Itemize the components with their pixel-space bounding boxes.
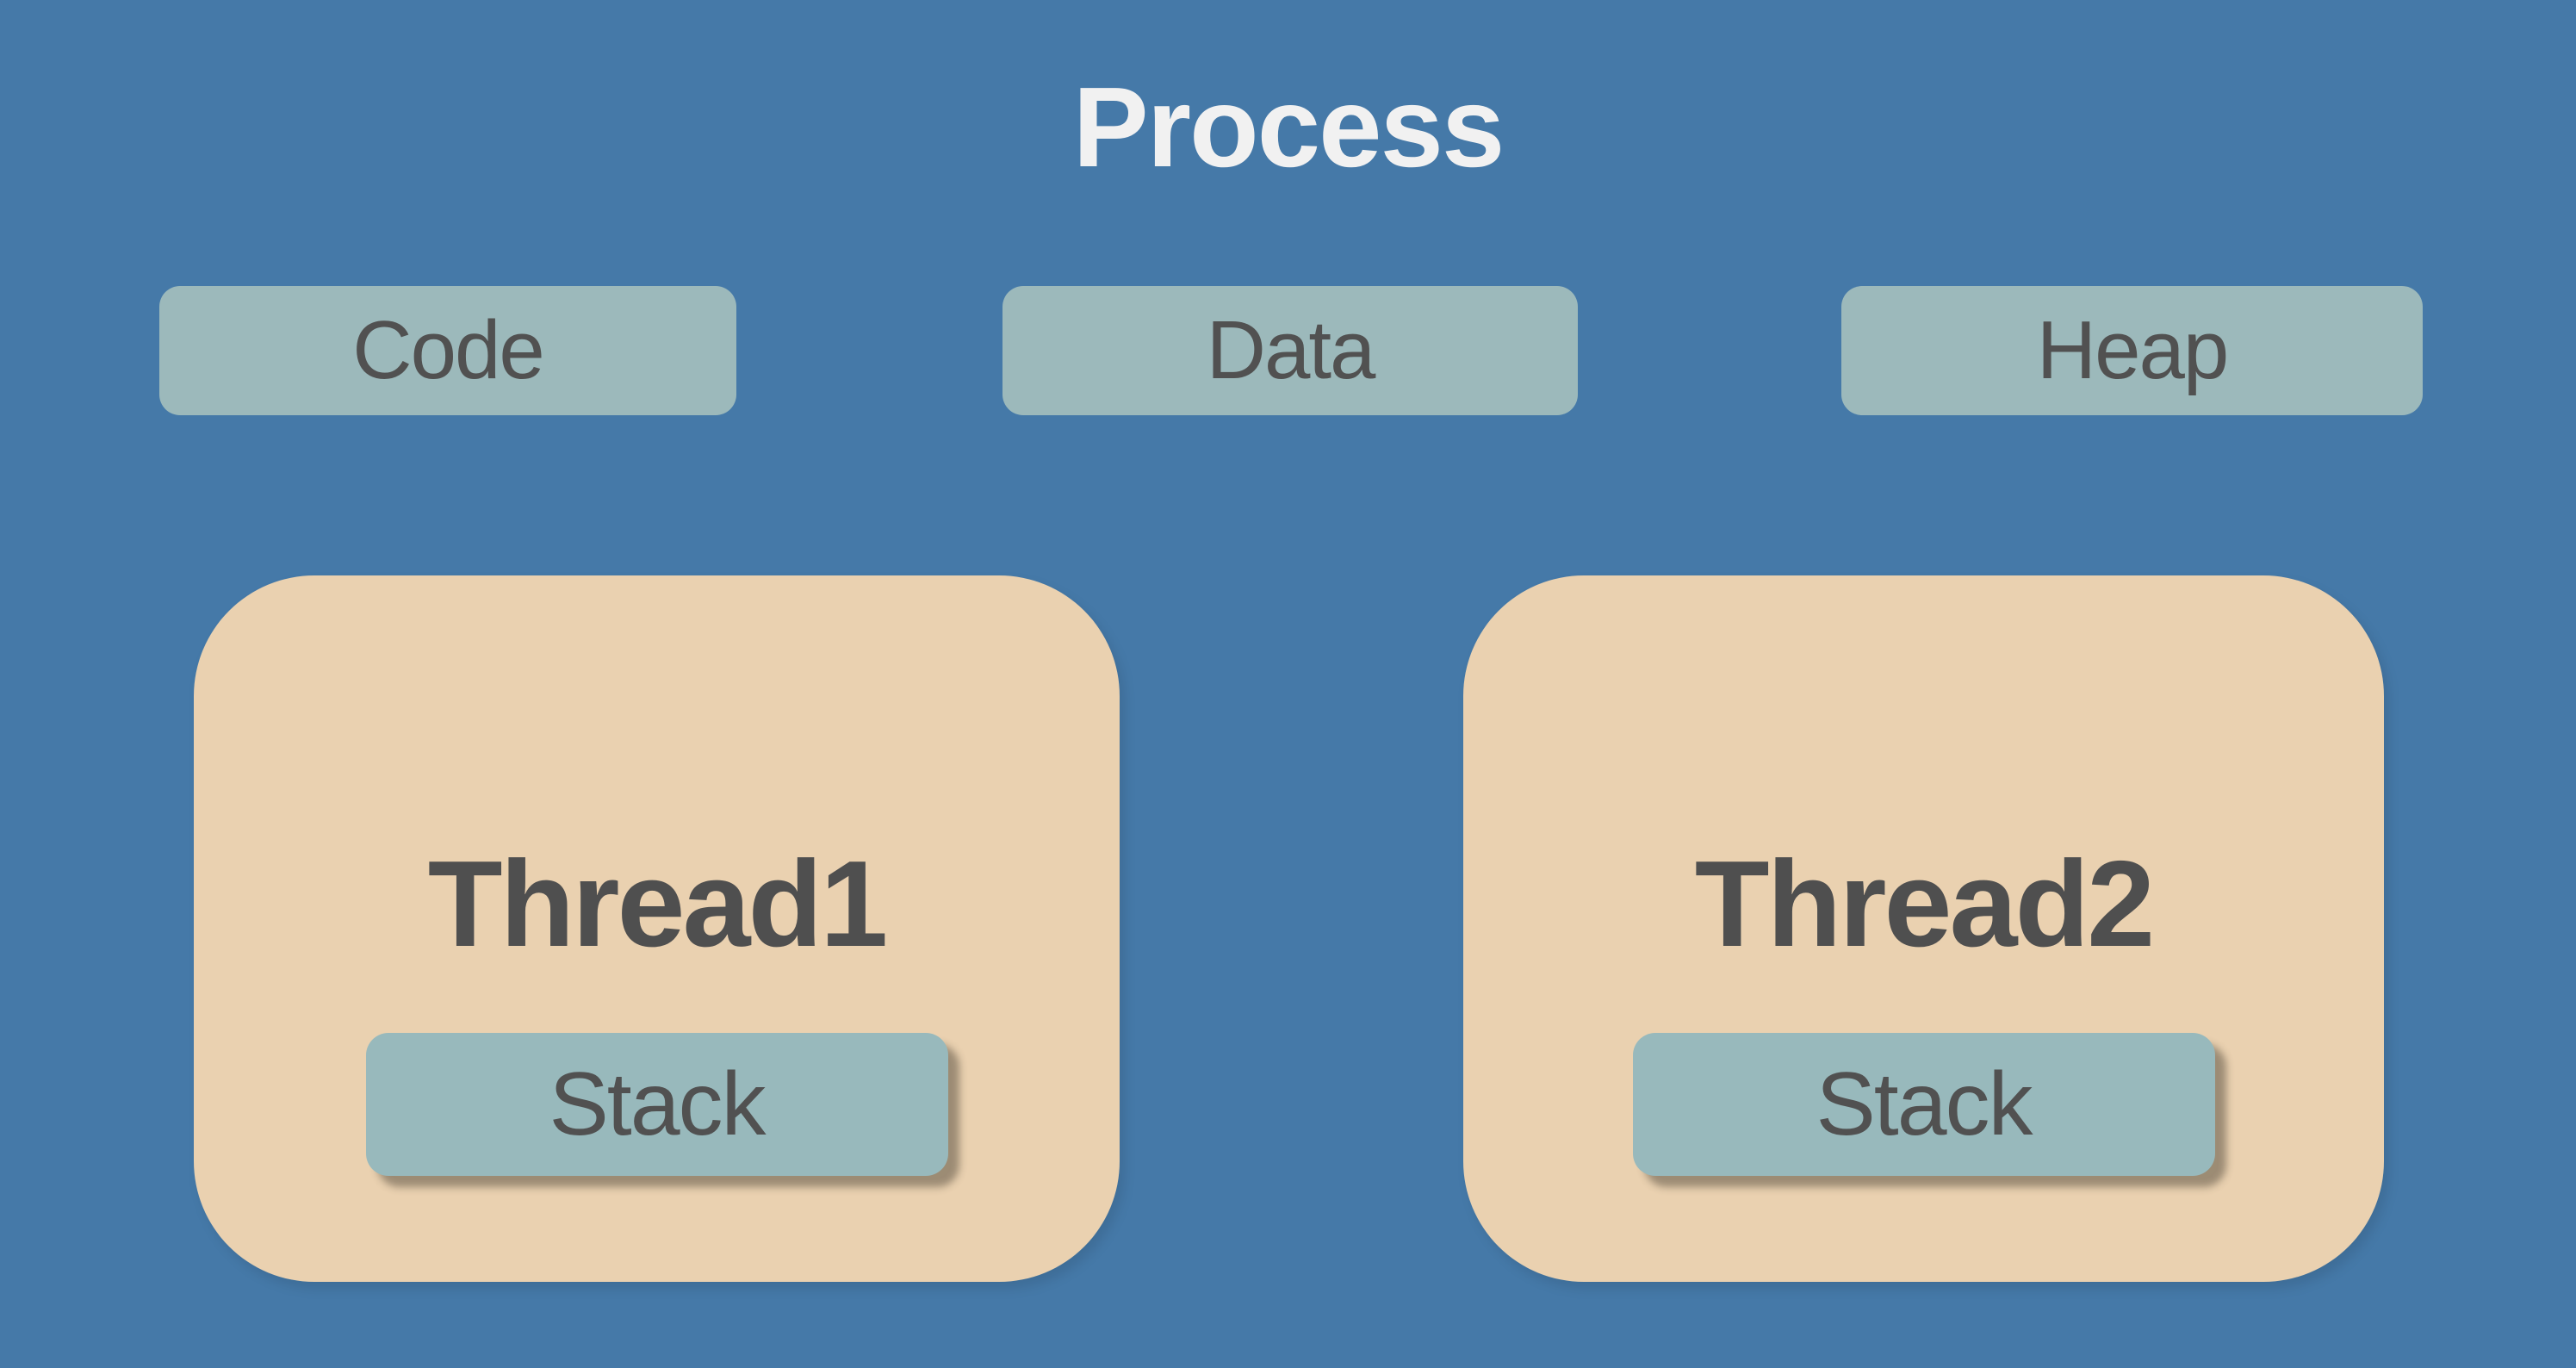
thread2-box: Thread2 Stack <box>1463 575 2384 1282</box>
thread1-box: Thread1 Stack <box>194 575 1120 1282</box>
code-segment-box: Code <box>159 286 736 415</box>
process-title: Process <box>1072 64 1505 190</box>
code-segment-label: Code <box>352 304 544 396</box>
thread2-label: Thread2 <box>1694 836 2155 973</box>
thread2-stack-box: Stack <box>1632 1033 2215 1176</box>
data-segment-label: Data <box>1206 304 1376 396</box>
thread1-label: Thread1 <box>427 836 888 973</box>
thread1-stack-label: Stack <box>549 1054 766 1154</box>
thread1-stack-box: Stack <box>365 1033 948 1176</box>
thread2-stack-label: Stack <box>1816 1054 2033 1154</box>
heap-segment-label: Heap <box>2036 304 2229 396</box>
heap-segment-box: Heap <box>1841 286 2423 415</box>
data-segment-box: Data <box>1002 286 1578 415</box>
